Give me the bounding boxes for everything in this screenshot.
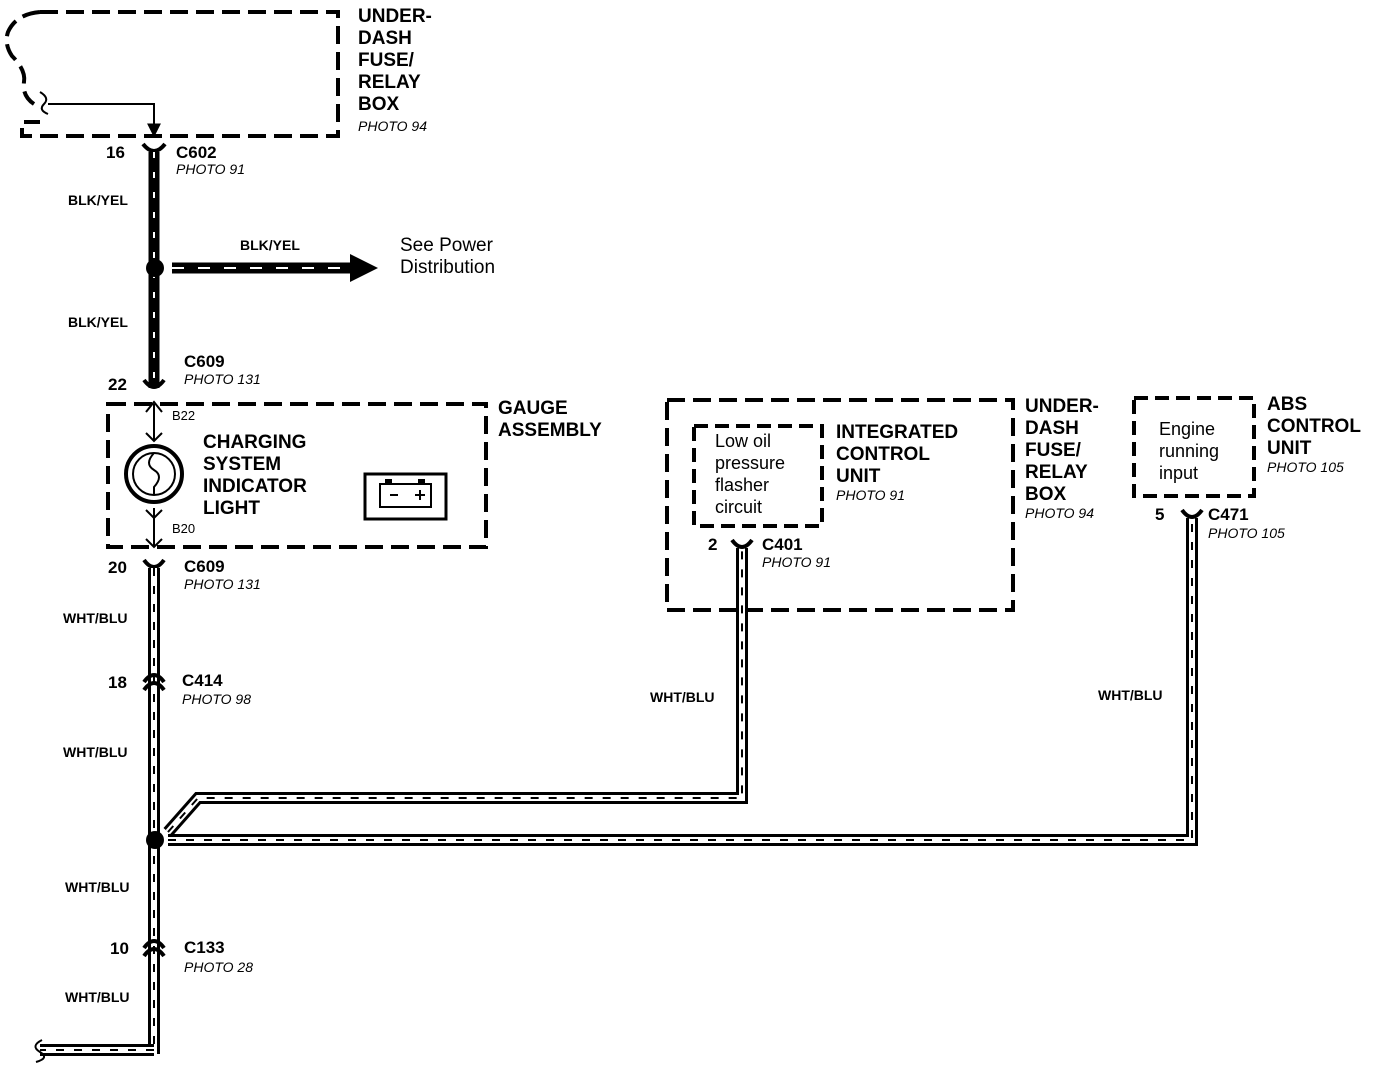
svg-text:C414: C414 bbox=[182, 671, 223, 690]
svg-text:UNDER-: UNDER- bbox=[358, 6, 432, 27]
svg-text:18: 18 bbox=[108, 673, 127, 692]
gauge-assembly-label: GAUGE ASSEMBLY bbox=[498, 398, 602, 441]
svg-text:PHOTO 91: PHOTO 91 bbox=[836, 487, 905, 503]
integrated-control-unit-label: INTEGRATED CONTROL UNIT PHOTO 91 bbox=[836, 422, 958, 503]
pin-b22-label: B22 bbox=[172, 408, 195, 423]
connector-c609-bottom: 20 C609 PHOTO 131 bbox=[108, 557, 261, 592]
svg-text:INDICATOR: INDICATOR bbox=[203, 476, 307, 497]
low-oil-circuit-label: Low oil pressure flasher circuit bbox=[715, 431, 785, 517]
svg-text:DASH: DASH bbox=[358, 28, 412, 49]
splice-bottom bbox=[146, 831, 164, 849]
wire-label-wht-blu-2: WHT/BLU bbox=[63, 744, 128, 760]
svg-text:22: 22 bbox=[108, 375, 127, 394]
svg-text:C602: C602 bbox=[176, 143, 217, 162]
svg-text:C609: C609 bbox=[184, 352, 225, 371]
battery-icon bbox=[363, 472, 448, 521]
connector-c471: 5 C471 PHOTO 105 bbox=[1155, 505, 1285, 541]
svg-text:PHOTO 28: PHOTO 28 bbox=[184, 959, 253, 975]
underdash-box-2-label: UNDER- DASH FUSE/ RELAY BOX PHOTO 94 bbox=[1025, 396, 1099, 521]
wire-wht-blu-to-abs bbox=[168, 518, 1198, 846]
svg-text:C609: C609 bbox=[184, 557, 225, 576]
pin-b20-label: B20 bbox=[172, 521, 195, 536]
svg-text:LIGHT: LIGHT bbox=[203, 498, 260, 519]
svg-text:ABS: ABS bbox=[1267, 394, 1307, 415]
connector-c602: 16 C602 PHOTO 91 bbox=[106, 142, 245, 177]
svg-text:INTEGRATED: INTEGRATED bbox=[836, 422, 958, 443]
svg-text:C401: C401 bbox=[762, 535, 803, 554]
svg-text:C471: C471 bbox=[1208, 505, 1249, 524]
svg-text:PHOTO 91: PHOTO 91 bbox=[762, 554, 831, 570]
svg-text:FUSE/: FUSE/ bbox=[358, 50, 415, 71]
wire-label-wht-blu-1: WHT/BLU bbox=[63, 610, 128, 626]
svg-text:20: 20 bbox=[108, 558, 127, 577]
svg-text:PHOTO 105: PHOTO 105 bbox=[1267, 459, 1344, 475]
svg-text:BOX: BOX bbox=[358, 94, 400, 115]
connector-c133: 10 C133 PHOTO 28 bbox=[110, 938, 253, 975]
wire-label-blk-yel-1: BLK/YEL bbox=[68, 192, 128, 208]
svg-text:Engine: Engine bbox=[1159, 419, 1215, 439]
abs-control-unit-label: ABS CONTROL UNIT PHOTO 105 bbox=[1267, 394, 1361, 475]
connector-c609-top: 22 C609 PHOTO 131 bbox=[108, 352, 261, 394]
arrow-icon bbox=[350, 254, 378, 282]
svg-text:CONTROL: CONTROL bbox=[836, 444, 930, 465]
svg-text:input: input bbox=[1159, 463, 1198, 483]
svg-text:16: 16 bbox=[106, 143, 125, 162]
svg-text:SYSTEM: SYSTEM bbox=[203, 454, 281, 475]
svg-text:Low oil: Low oil bbox=[715, 431, 771, 451]
svg-text:PHOTO 91: PHOTO 91 bbox=[176, 161, 245, 177]
svg-text:PHOTO 94: PHOTO 94 bbox=[358, 118, 427, 134]
wire-label-wht-blu-icu: WHT/BLU bbox=[650, 689, 715, 705]
wire-wht-blu-to-icu bbox=[163, 548, 748, 836]
wire-label-wht-blu-abs: WHT/BLU bbox=[1098, 687, 1163, 703]
wire-label-blk-yel-branch: BLK/YEL bbox=[240, 237, 300, 253]
connector-c401: 2 C401 PHOTO 91 bbox=[708, 535, 831, 570]
svg-text:10: 10 bbox=[110, 939, 129, 958]
abs-control-unit-box bbox=[1132, 396, 1256, 498]
charging-indicator-label: CHARGING SYSTEM INDICATOR LIGHT bbox=[203, 432, 307, 519]
power-distribution-ref-2: Distribution bbox=[400, 257, 495, 278]
svg-text:running: running bbox=[1159, 441, 1219, 461]
svg-text:RELAY: RELAY bbox=[1025, 462, 1088, 483]
wire-wht-blu-exit bbox=[34, 1039, 154, 1063]
charging-indicator-bulb-icon bbox=[124, 444, 184, 504]
svg-text:UNIT: UNIT bbox=[1267, 438, 1312, 459]
wire-blk-yel-branch bbox=[172, 254, 378, 282]
svg-text:PHOTO 105: PHOTO 105 bbox=[1208, 525, 1285, 541]
svg-text:PHOTO 131: PHOTO 131 bbox=[184, 576, 261, 592]
svg-text:pressure: pressure bbox=[715, 453, 785, 473]
engine-running-input-label: Engine running input bbox=[1159, 419, 1219, 483]
power-distribution-ref-1: See Power bbox=[400, 235, 494, 256]
svg-text:PHOTO 131: PHOTO 131 bbox=[184, 371, 261, 387]
splice-top bbox=[146, 259, 164, 277]
top-box-label: UNDER- DASH FUSE/ RELAY BOX PHOTO 94 bbox=[358, 6, 432, 134]
svg-text:PHOTO 94: PHOTO 94 bbox=[1025, 505, 1094, 521]
svg-text:ASSEMBLY: ASSEMBLY bbox=[498, 420, 602, 441]
svg-text:circuit: circuit bbox=[715, 497, 762, 517]
svg-text:UNDER-: UNDER- bbox=[1025, 396, 1099, 417]
wire-label-wht-blu-3: WHT/BLU bbox=[65, 879, 130, 895]
gauge-assembly-box bbox=[106, 400, 488, 549]
svg-text:UNIT: UNIT bbox=[836, 466, 881, 487]
svg-text:5: 5 bbox=[1155, 505, 1164, 524]
svg-text:CHARGING: CHARGING bbox=[203, 432, 306, 453]
svg-text:2: 2 bbox=[708, 535, 717, 554]
svg-text:CONTROL: CONTROL bbox=[1267, 416, 1361, 437]
svg-text:PHOTO 98: PHOTO 98 bbox=[182, 691, 251, 707]
top-fuse-relay-box bbox=[4, 10, 340, 138]
wire-label-wht-blu-4: WHT/BLU bbox=[65, 989, 130, 1005]
svg-text:C133: C133 bbox=[184, 938, 225, 957]
svg-text:BOX: BOX bbox=[1025, 484, 1067, 505]
connector-c414: 18 C414 PHOTO 98 bbox=[108, 671, 251, 707]
svg-text:RELAY: RELAY bbox=[358, 72, 421, 93]
svg-text:flasher: flasher bbox=[715, 475, 769, 495]
svg-text:DASH: DASH bbox=[1025, 418, 1079, 439]
svg-text:GAUGE: GAUGE bbox=[498, 398, 568, 419]
svg-text:FUSE/: FUSE/ bbox=[1025, 440, 1082, 461]
wire-label-blk-yel-2: BLK/YEL bbox=[68, 314, 128, 330]
icu-fuse-relay-box bbox=[665, 398, 1015, 612]
